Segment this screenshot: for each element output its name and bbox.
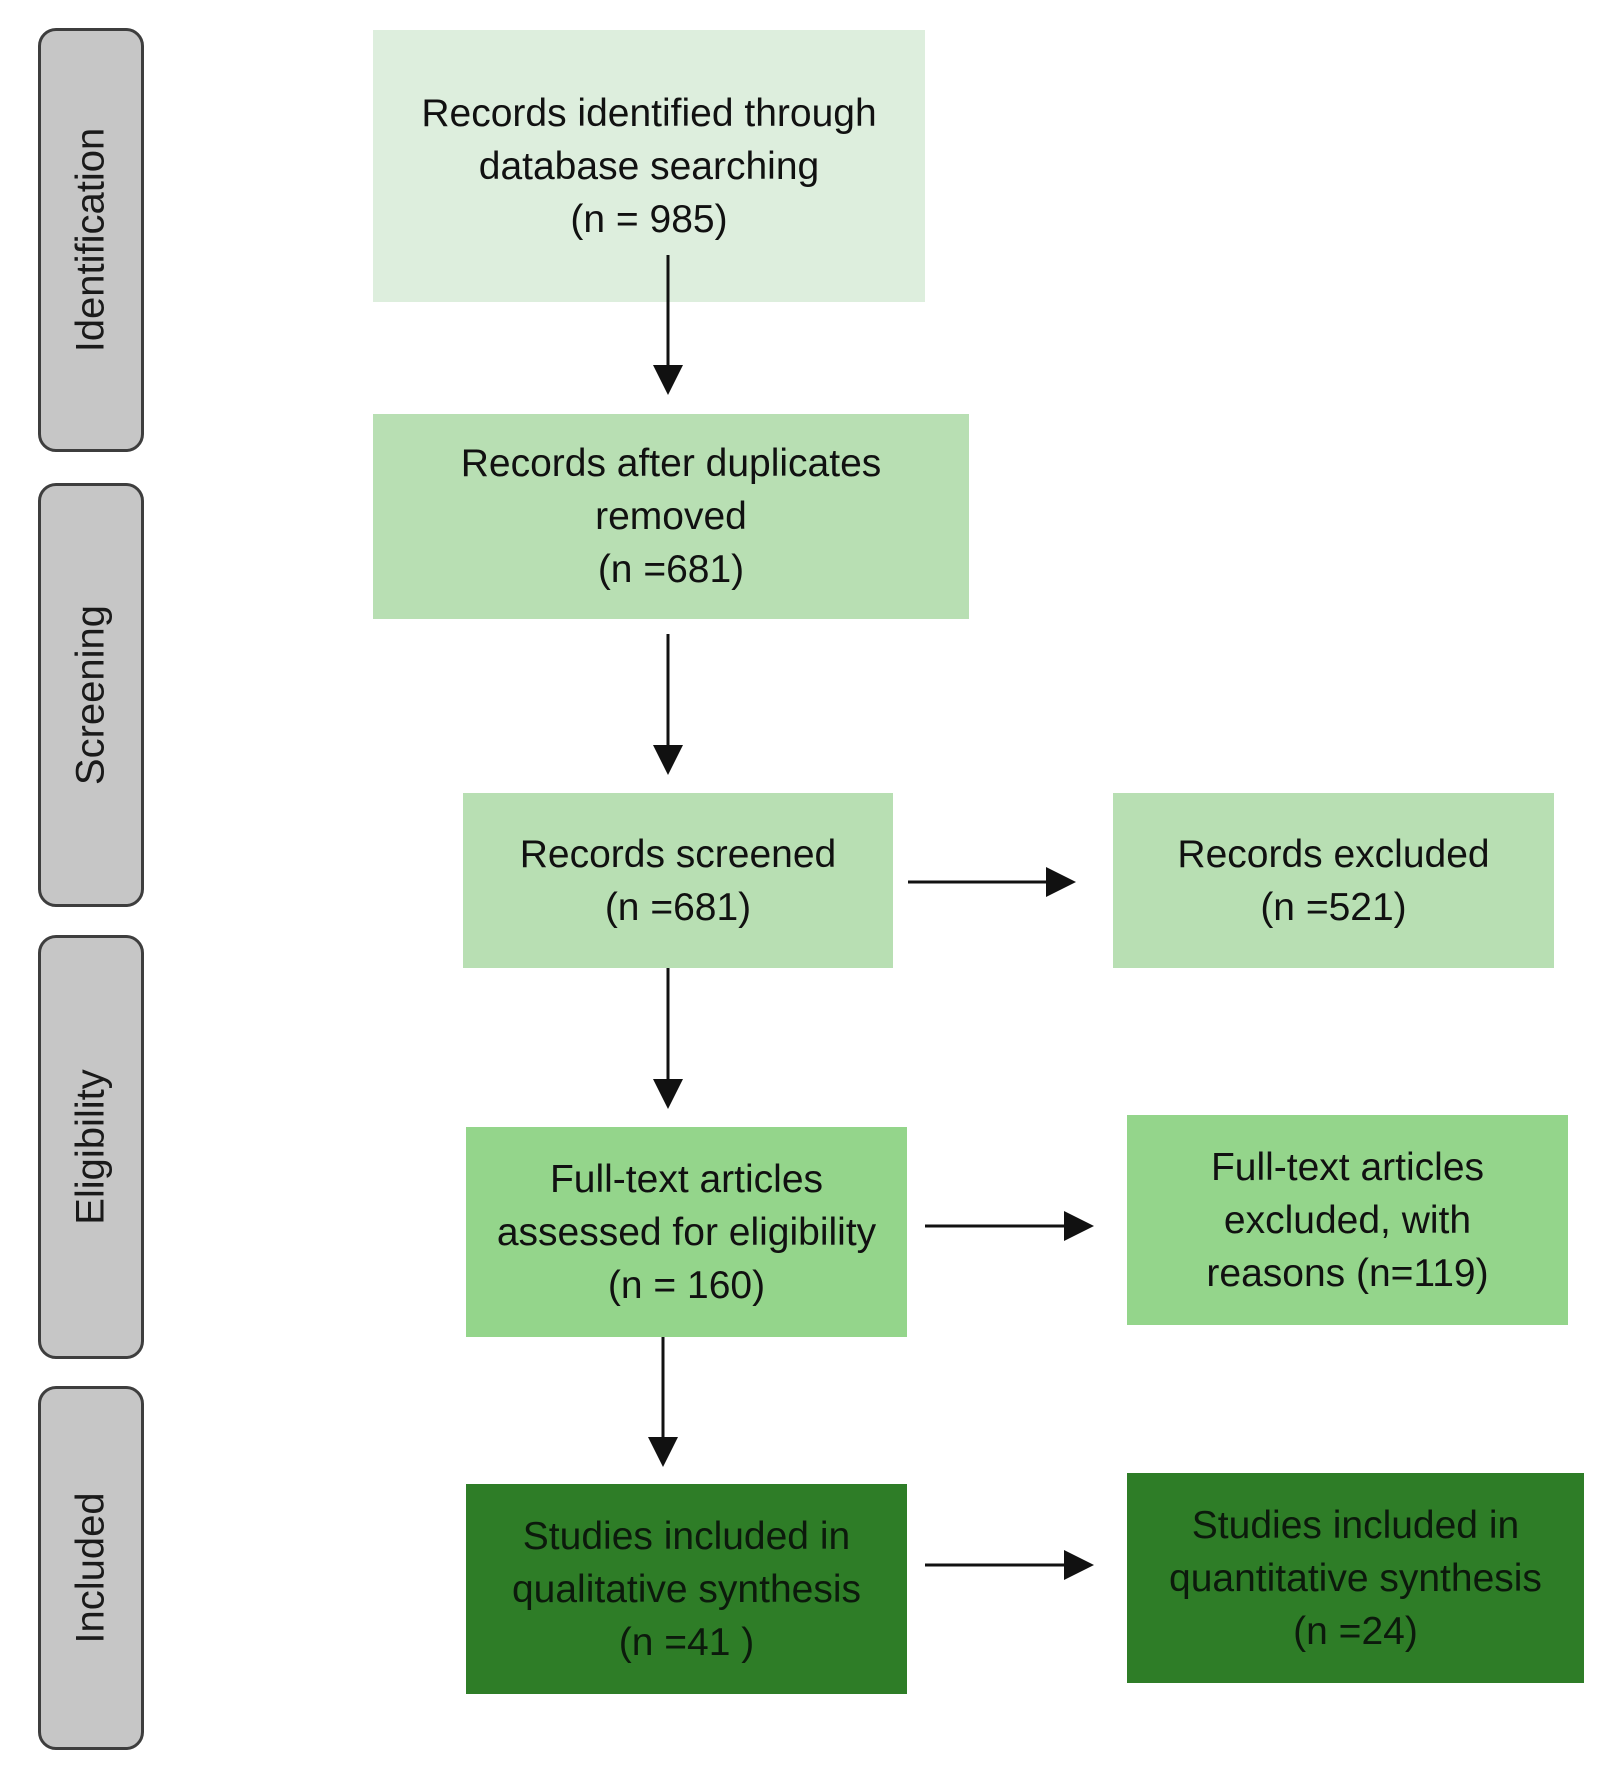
qualitative-synthesis-line-1: Studies included in [522,1514,851,1558]
phase-screening: Screening [38,483,144,907]
records-identified-line-1: Records identified through [421,91,877,135]
fulltext-excluded-line-3: reasons (n=119) [1206,1251,1489,1295]
qualitative-synthesis-count: (n =41 ) [618,1620,755,1664]
records-identified-box: Records identified through database sear… [373,30,925,302]
fulltext-assessed-line-2: assessed for eligibility [496,1210,877,1254]
records-screened-box: Records screened (n =681) [463,793,893,968]
fulltext-excluded-line-2: excluded, with [1223,1198,1472,1242]
quantitative-synthesis-count: (n =24) [1293,1609,1418,1653]
records-screened-line-1: Records screened [519,832,837,876]
fulltext-excluded-line-1: Full-text articles [1210,1145,1485,1189]
records-excluded-line-1: Records excluded [1177,832,1490,876]
fulltext-assessed-line-1: Full-text articles [549,1157,824,1201]
phase-included: Included [38,1386,144,1750]
fulltext-assessed-box: Full-text articles assessed for eligibil… [466,1127,907,1337]
records-excluded-box: Records excluded (n =521) [1113,793,1554,968]
qualitative-synthesis-line-2: qualitative synthesis [511,1567,862,1611]
records-after-duplicates-line-2: removed [595,495,747,538]
records-screened-count: (n =681) [604,885,752,929]
records-after-duplicates-box: Records after duplicates removed (n =681… [373,414,969,619]
fulltext-excluded-box: Full-text articles excluded, with reason… [1127,1115,1568,1325]
quantitative-synthesis-line-1: Studies included in [1191,1503,1520,1547]
phase-identification: Identification [38,28,144,452]
records-identified-line-2: database searching [478,144,820,188]
quantitative-synthesis-line-2: quantitative synthesis [1169,1556,1542,1600]
quantitative-synthesis-box: Studies included in quantitative synthes… [1127,1473,1584,1683]
records-after-duplicates-count: (n =681) [597,548,745,591]
qualitative-synthesis-box: Studies included in qualitative synthesi… [466,1484,907,1694]
records-identified-count: (n = 985) [570,197,728,241]
fulltext-assessed-count: (n = 160) [607,1263,766,1307]
records-after-duplicates-line-1: Records after duplicates [460,442,882,485]
phase-eligibility: Eligibility [38,935,144,1359]
records-excluded-count: (n =521) [1260,885,1407,929]
